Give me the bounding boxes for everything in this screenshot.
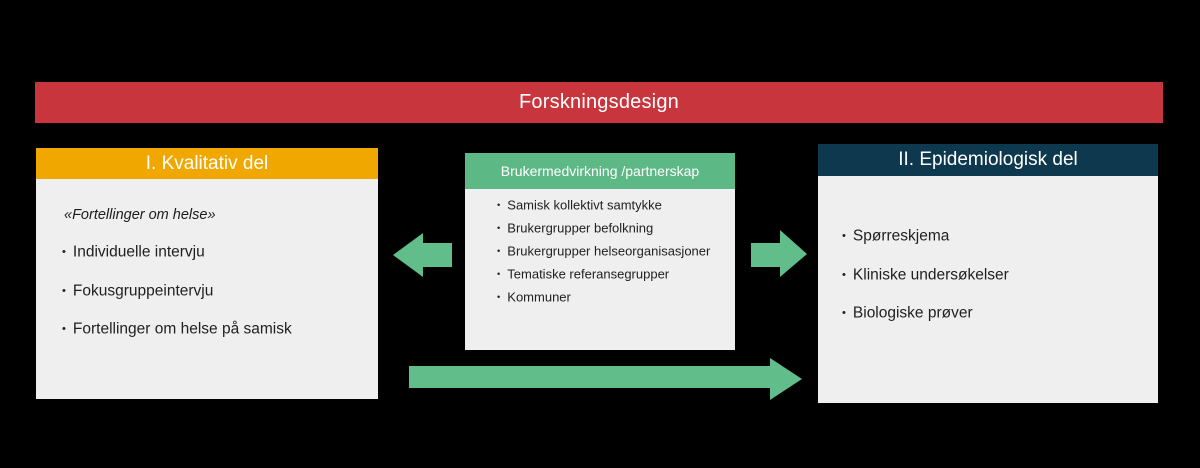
- qualitative-box-header: I. Kvalitativ del: [36, 148, 378, 179]
- arrow-right-icon: [751, 230, 807, 277]
- qualitative-list: Individuelle intervjuFokusgruppeintervju…: [62, 244, 364, 338]
- list-item: Samisk kollektivt samtykke: [497, 198, 725, 213]
- list-item: Brukergrupper befolkning: [497, 221, 725, 236]
- list-item: Fortellinger om helse på samisk: [62, 321, 364, 338]
- list-item: Kommuner: [497, 290, 725, 305]
- list-item: Fokusgruppeintervju: [62, 283, 364, 300]
- arrow-bottom-shape: [409, 358, 802, 400]
- epidemiological-list: SpørreskjemaKliniske undersøkelserBiolog…: [842, 228, 1146, 322]
- list-item: Spørreskjema: [842, 228, 1146, 245]
- arrow-left-shape: [393, 233, 452, 277]
- partnership-box: Brukermedvirkning /partnerskap Samisk ko…: [465, 153, 735, 350]
- arrow-right-shape: [751, 230, 807, 277]
- partnership-box-body: Samisk kollektivt samtykkeBrukergrupper …: [465, 189, 735, 350]
- title-bar: Forskningsdesign: [35, 82, 1163, 123]
- qualitative-box-body: «Fortellinger om helse» Individuelle int…: [36, 179, 378, 399]
- partnership-list: Samisk kollektivt samtykkeBrukergrupper …: [497, 198, 725, 305]
- arrow-left-icon: [393, 233, 452, 277]
- epidemiological-box-body: SpørreskjemaKliniske undersøkelserBiolog…: [818, 176, 1158, 403]
- arrow-bottom-icon: [409, 358, 802, 400]
- list-item: Tematiske referansegrupper: [497, 267, 725, 282]
- list-item: Kliniske undersøkelser: [842, 267, 1146, 284]
- epidemiological-box: II. Epidemiologisk del SpørreskjemaKlini…: [818, 144, 1158, 403]
- qualitative-subtitle: «Fortellinger om helse»: [64, 207, 216, 223]
- list-item: Individuelle intervju: [62, 244, 364, 261]
- list-item: Brukergrupper helseorganisasjoner: [497, 244, 725, 259]
- diagram-title: Forskningsdesign: [519, 91, 679, 113]
- list-item: Biologiske prøver: [842, 305, 1146, 322]
- qualitative-box: I. Kvalitativ del «Fortellinger om helse…: [36, 148, 378, 399]
- partnership-box-header: Brukermedvirkning /partnerskap: [465, 153, 735, 189]
- epidemiological-box-header: II. Epidemiologisk del: [818, 144, 1158, 176]
